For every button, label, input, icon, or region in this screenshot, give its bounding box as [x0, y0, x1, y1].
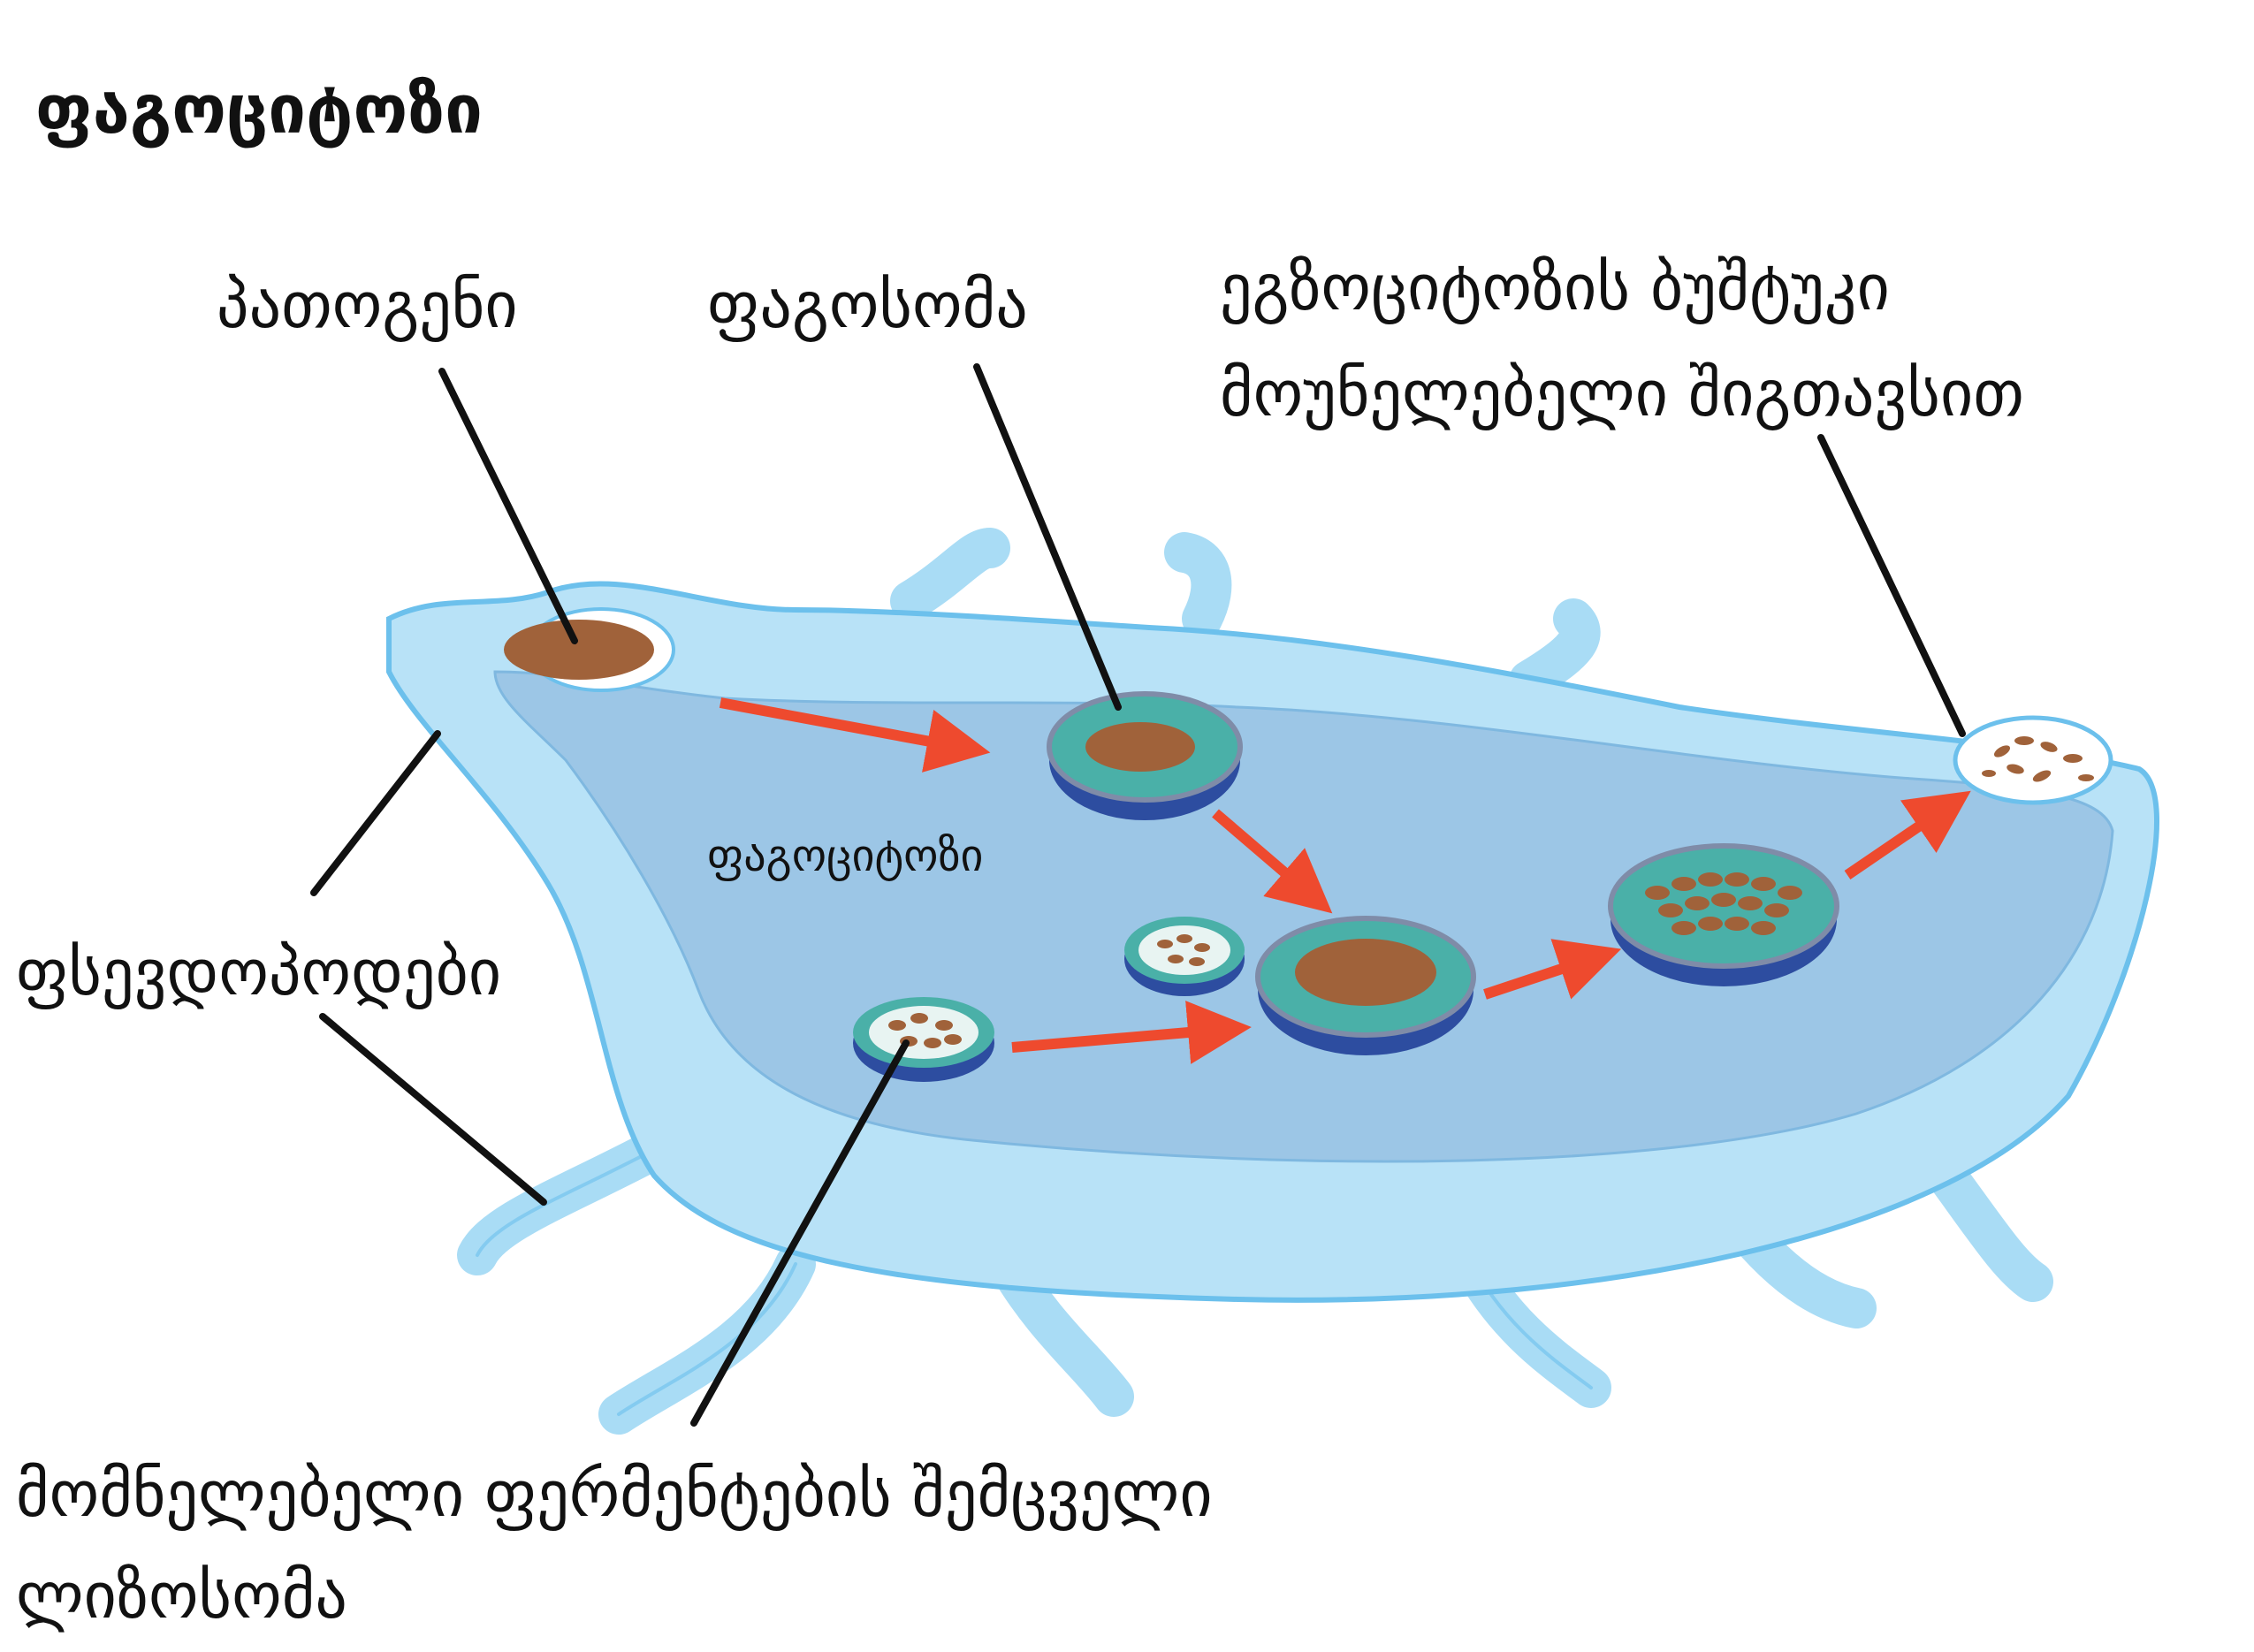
lysosome-vesicle-small-left — [1124, 917, 1245, 996]
label-exocytosis-line2: მოუნელებელი შიგთავსით — [1220, 356, 2024, 430]
exocytosis-vesicle — [1953, 715, 2113, 805]
label-phagosome: ფაგოსომა — [707, 268, 1028, 342]
diagram-title: ფაგოციტოზი — [35, 70, 483, 148]
label-pseudopods: ფსევდოპოდები — [16, 935, 501, 1009]
phagolysosome-fusing — [1255, 916, 1476, 1055]
lysosome-vesicle — [853, 997, 994, 1082]
arrow-lysosome-to-fusion — [1011, 1001, 1252, 1064]
pathogen-shape — [504, 620, 654, 680]
cell — [386, 528, 2159, 1435]
leader-lines — [310, 363, 1966, 1427]
arrow-phagosome-to-fusion — [1212, 809, 1333, 914]
process-arrows — [719, 697, 1971, 1064]
leader-exocytosis — [1817, 434, 1966, 737]
arrow-digestion-to-exocytosis — [1844, 790, 1971, 879]
leader-phagosome — [973, 363, 1122, 711]
leader-lysosome — [690, 1039, 910, 1427]
phagosome-vesicle — [1047, 691, 1243, 820]
label-exocytosis-line1: ეგზოციტოზის ბუშტუკი — [1220, 250, 1890, 324]
leader-pseudopod-lower — [319, 1013, 547, 1206]
label-phagocytosis-inner: ფაგოციტოზი — [707, 830, 983, 881]
arrow-pathogen-to-phagosome — [719, 697, 991, 773]
label-pathogen: პათოგენი — [217, 268, 518, 342]
leader-pseudopod-upper — [310, 730, 441, 896]
label-lysosome-line1: მომნელებელი ფერმენტების შემცველი — [16, 1457, 1213, 1531]
digestive-vesicle — [1608, 843, 1839, 986]
leader-pathogen — [438, 368, 578, 644]
labels: ფაგოციტოზი პათოგენი ფაგოსომა ეგზოციტოზის… — [16, 70, 2024, 1633]
label-lysosome-line2: ლიზოსომა — [16, 1558, 347, 1633]
arrow-fusion-to-digestion — [1483, 939, 1622, 1000]
